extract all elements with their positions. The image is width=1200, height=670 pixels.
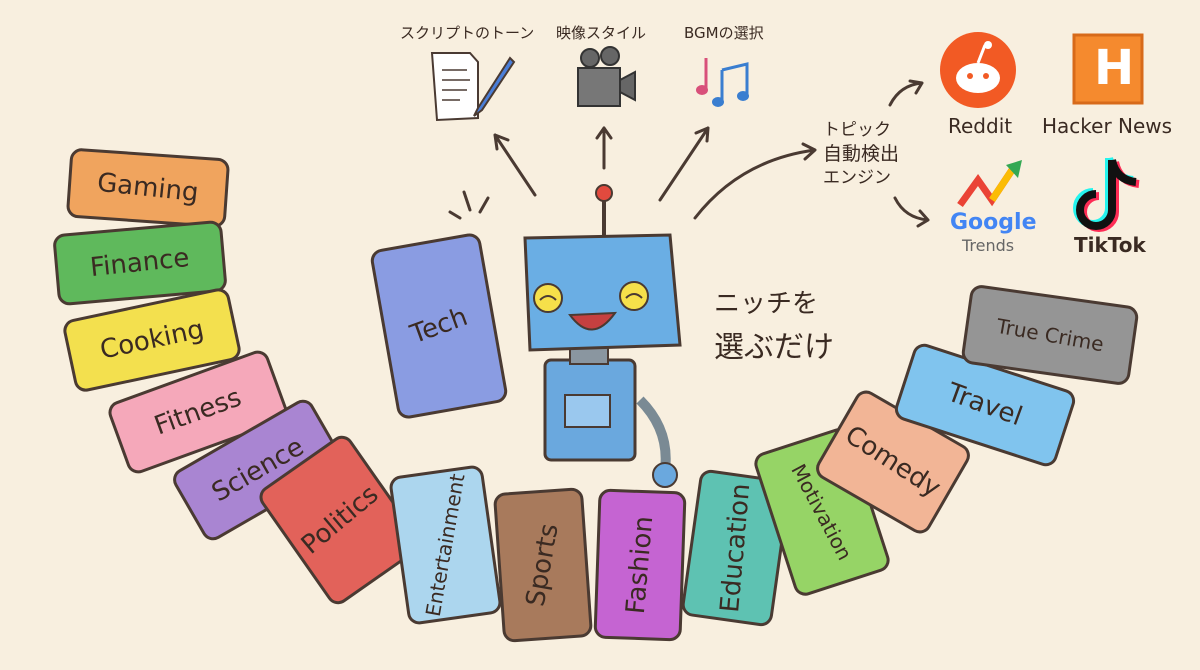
hacker-news-logo-icon [1072,33,1144,105]
niche-card-label: Education [715,482,757,614]
niche-card-sports[interactable]: Sports [492,487,594,643]
tiktok-logo-icon [1073,157,1140,232]
tagline: ニッチを 選ぶだけ [714,282,834,370]
niche-card-label: Entertainment [420,471,470,619]
robot-icon [427,184,682,488]
niche-card-label: Cooking [97,314,207,366]
google-trends-label: Trends [962,236,1015,255]
arrow-to-video [595,126,613,170]
engine-line: エンジン [823,168,891,188]
script-pen-icon [430,52,516,122]
option-label-video-style: 映像スタイル [556,24,647,42]
reddit-label: Reddit [948,114,1013,138]
arrow-to-reddit [888,79,924,107]
niche-card-label: Comedy [839,420,947,504]
video-camera-icon [577,46,636,107]
arrow-to-engine [693,142,817,220]
music-notes-icon [696,58,749,107]
niche-card-label: Finance [88,242,192,284]
arrow-to-google [893,196,930,228]
niche-card-label: Sports [520,521,566,609]
engine-line: 自動検出 [823,143,900,165]
topic-engine-label: トピック 自動検出 エンジン [823,118,899,190]
niche-card-label: True Crime [994,313,1106,357]
arrow-to-bgm [658,126,710,202]
niche-card-label: Tech [406,301,472,351]
google-trends-logo-icon [957,160,1022,208]
hn-letter: H [1094,40,1135,96]
option-label-bgm: BGMの選択 [684,24,764,42]
niche-card-gaming[interactable]: Gaming [65,147,231,229]
google-label: Google [950,210,1037,235]
reddit-logo-icon [940,32,1016,108]
option-label-script-tone: スクリプトのトーン [400,24,535,42]
niche-card-label: Gaming [95,167,201,209]
arrow-to-script [493,133,537,197]
niche-card-label: Travel [943,377,1027,433]
niche-card-fashion[interactable]: Fashion [593,488,687,642]
tagline-line1: ニッチを [714,289,819,319]
niche-card-entertainment[interactable]: Entertainment [387,464,503,626]
engine-line: トピック [823,120,891,140]
niche-card-label: Politics [295,479,385,561]
tiktok-label: TikTok [1074,233,1146,257]
niche-card-label: Fashion [620,514,660,616]
tagline-line2: 選ぶだけ [714,330,834,365]
hacker-news-label: Hacker News [1042,114,1173,138]
niche-card-label: Fitness [150,382,246,442]
